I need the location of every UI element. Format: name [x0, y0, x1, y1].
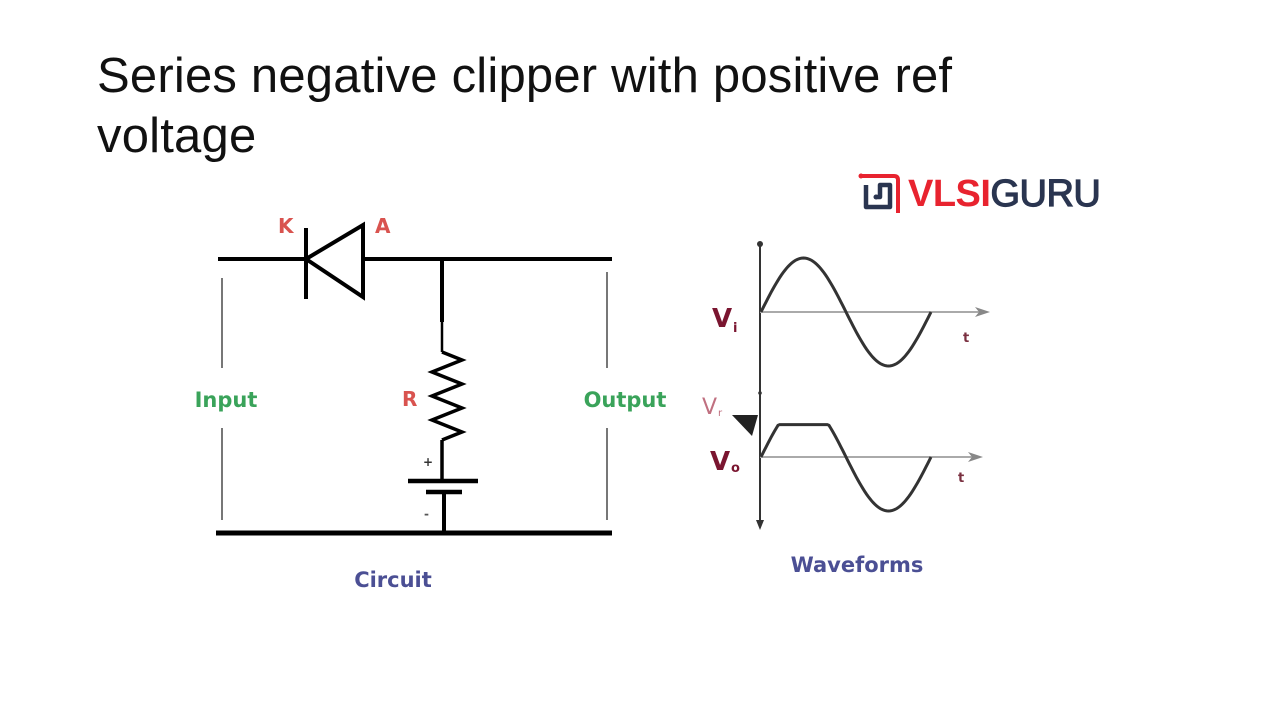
diode-symbol [302, 221, 365, 301]
output-time-label: t [958, 471, 964, 486]
axis-top-arrow-icon [757, 241, 763, 247]
output-time-arrow-icon [968, 452, 983, 462]
output-label: Output [584, 388, 667, 412]
anode-label: A [375, 214, 391, 238]
logo-text-vlsi: VLSI [908, 173, 991, 215]
input-voltage-subscript: i [733, 321, 737, 336]
diode-triangle [302, 221, 365, 301]
circuit-caption: Circuit [354, 568, 432, 592]
battery-plus-label: + [423, 455, 433, 469]
resistor-label: R [402, 387, 417, 411]
battery-minus-label: - [424, 507, 429, 521]
output-waveform [759, 423, 933, 513]
vlsiguru-chip-icon [858, 173, 900, 213]
battery-symbol [408, 478, 478, 495]
waveforms: V i t V r V o t Waveforms [702, 241, 990, 577]
ref-level-marker-icon [732, 415, 758, 436]
input-time-arrow-icon [975, 307, 990, 317]
slide-title: Series negative clipper with positive re… [97, 49, 953, 163]
resistor-symbol [427, 350, 467, 442]
cathode-label: K [278, 214, 295, 238]
ref-voltage-subscript: r [718, 408, 723, 419]
input-waveform [759, 256, 933, 368]
input-voltage-label: V [712, 304, 732, 334]
axis-bottom-arrow-icon [756, 520, 764, 530]
input-label: Input [195, 388, 258, 412]
logo-text-guru: GURU [990, 173, 1102, 215]
input-time-label: t [963, 331, 969, 346]
output-voltage-label: V [710, 447, 730, 477]
output-voltage-subscript: o [731, 461, 740, 476]
waveforms-caption: Waveforms [791, 553, 924, 577]
ref-voltage-label: V [702, 395, 717, 420]
vlsiguru-logo: VLSIGURU [858, 172, 1102, 216]
circuit: K A R + - Input Output Circuit [195, 214, 667, 592]
